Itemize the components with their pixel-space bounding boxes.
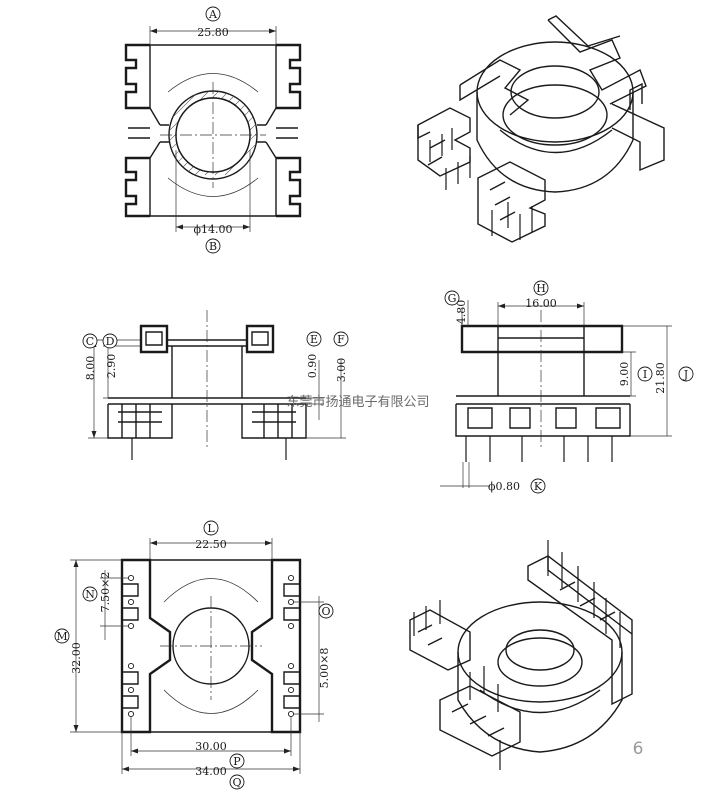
dim-D-value: 2.90	[105, 354, 118, 379]
dim-K-letter: K	[534, 480, 543, 493]
dim-M-value: 32.00	[70, 642, 83, 674]
dim-B-value: ϕ14.00	[194, 223, 233, 236]
top-view: 25.80 A ϕ14.00 B	[124, 6, 302, 254]
dim-I-value: 9.00	[618, 362, 631, 387]
dim-C-value: 8.00	[84, 356, 97, 381]
dim-H-letter: H	[536, 282, 546, 295]
dim-D-letter: D	[106, 335, 115, 348]
dim-A-letter: A	[208, 8, 218, 21]
dim-G-letter: G	[448, 292, 457, 305]
dim-E-letter: E	[310, 333, 318, 346]
watermark-text: 东莞市扬通电子有限公司	[286, 394, 429, 410]
dim-Q-letter: Q	[232, 776, 241, 789]
dim-M-letter: M	[56, 630, 67, 643]
dim-K-value: ϕ0.80	[488, 480, 520, 493]
dim-G-value: 4.80	[455, 300, 468, 325]
dim-P-letter: P	[233, 755, 241, 768]
top-view-left-comb	[124, 43, 150, 218]
dim-J-value: 21.80	[654, 362, 667, 394]
isometric-view-bottom	[409, 540, 633, 770]
dim-P-value: 30.00	[195, 740, 227, 753]
dim-O-value: 5.00×8	[318, 648, 331, 689]
isometric-view-top	[417, 15, 665, 243]
top-view-right-comb	[276, 43, 302, 218]
side-view-left: 8.00 C 2.90 D 0.90 E 3.00 F	[82, 310, 349, 460]
dim-L-letter: L	[207, 522, 215, 535]
dim-O-letter: O	[321, 605, 330, 618]
dim-B-letter: B	[209, 240, 217, 253]
dim-C-letter: C	[86, 335, 94, 348]
side-view-right: 16.00 H 4.80 G 9.00 I 21.80 J ϕ0.80 K	[440, 280, 694, 494]
dim-A-value: 25.80	[197, 26, 229, 39]
dim-F-letter: F	[337, 333, 345, 346]
dim-H-value: 16.00	[525, 297, 557, 310]
top-view-flange	[149, 44, 277, 217]
dim-F-value: 3.00	[335, 358, 348, 383]
bottom-view: 22.50 L 32.00 M 7.50×2 N 5.00×8 O 30.00 …	[54, 520, 334, 790]
dim-J-letter: J	[683, 368, 688, 381]
dim-N-value: 7.50×2	[99, 572, 112, 613]
dim-E-value: 0.90	[306, 354, 319, 379]
dim-L-value: 22.50	[195, 538, 227, 551]
dim-N-letter: N	[85, 588, 95, 601]
dim-Q-value: 34.00	[195, 765, 227, 778]
page-number: 6	[633, 739, 644, 759]
dim-I-letter: I	[643, 368, 647, 381]
